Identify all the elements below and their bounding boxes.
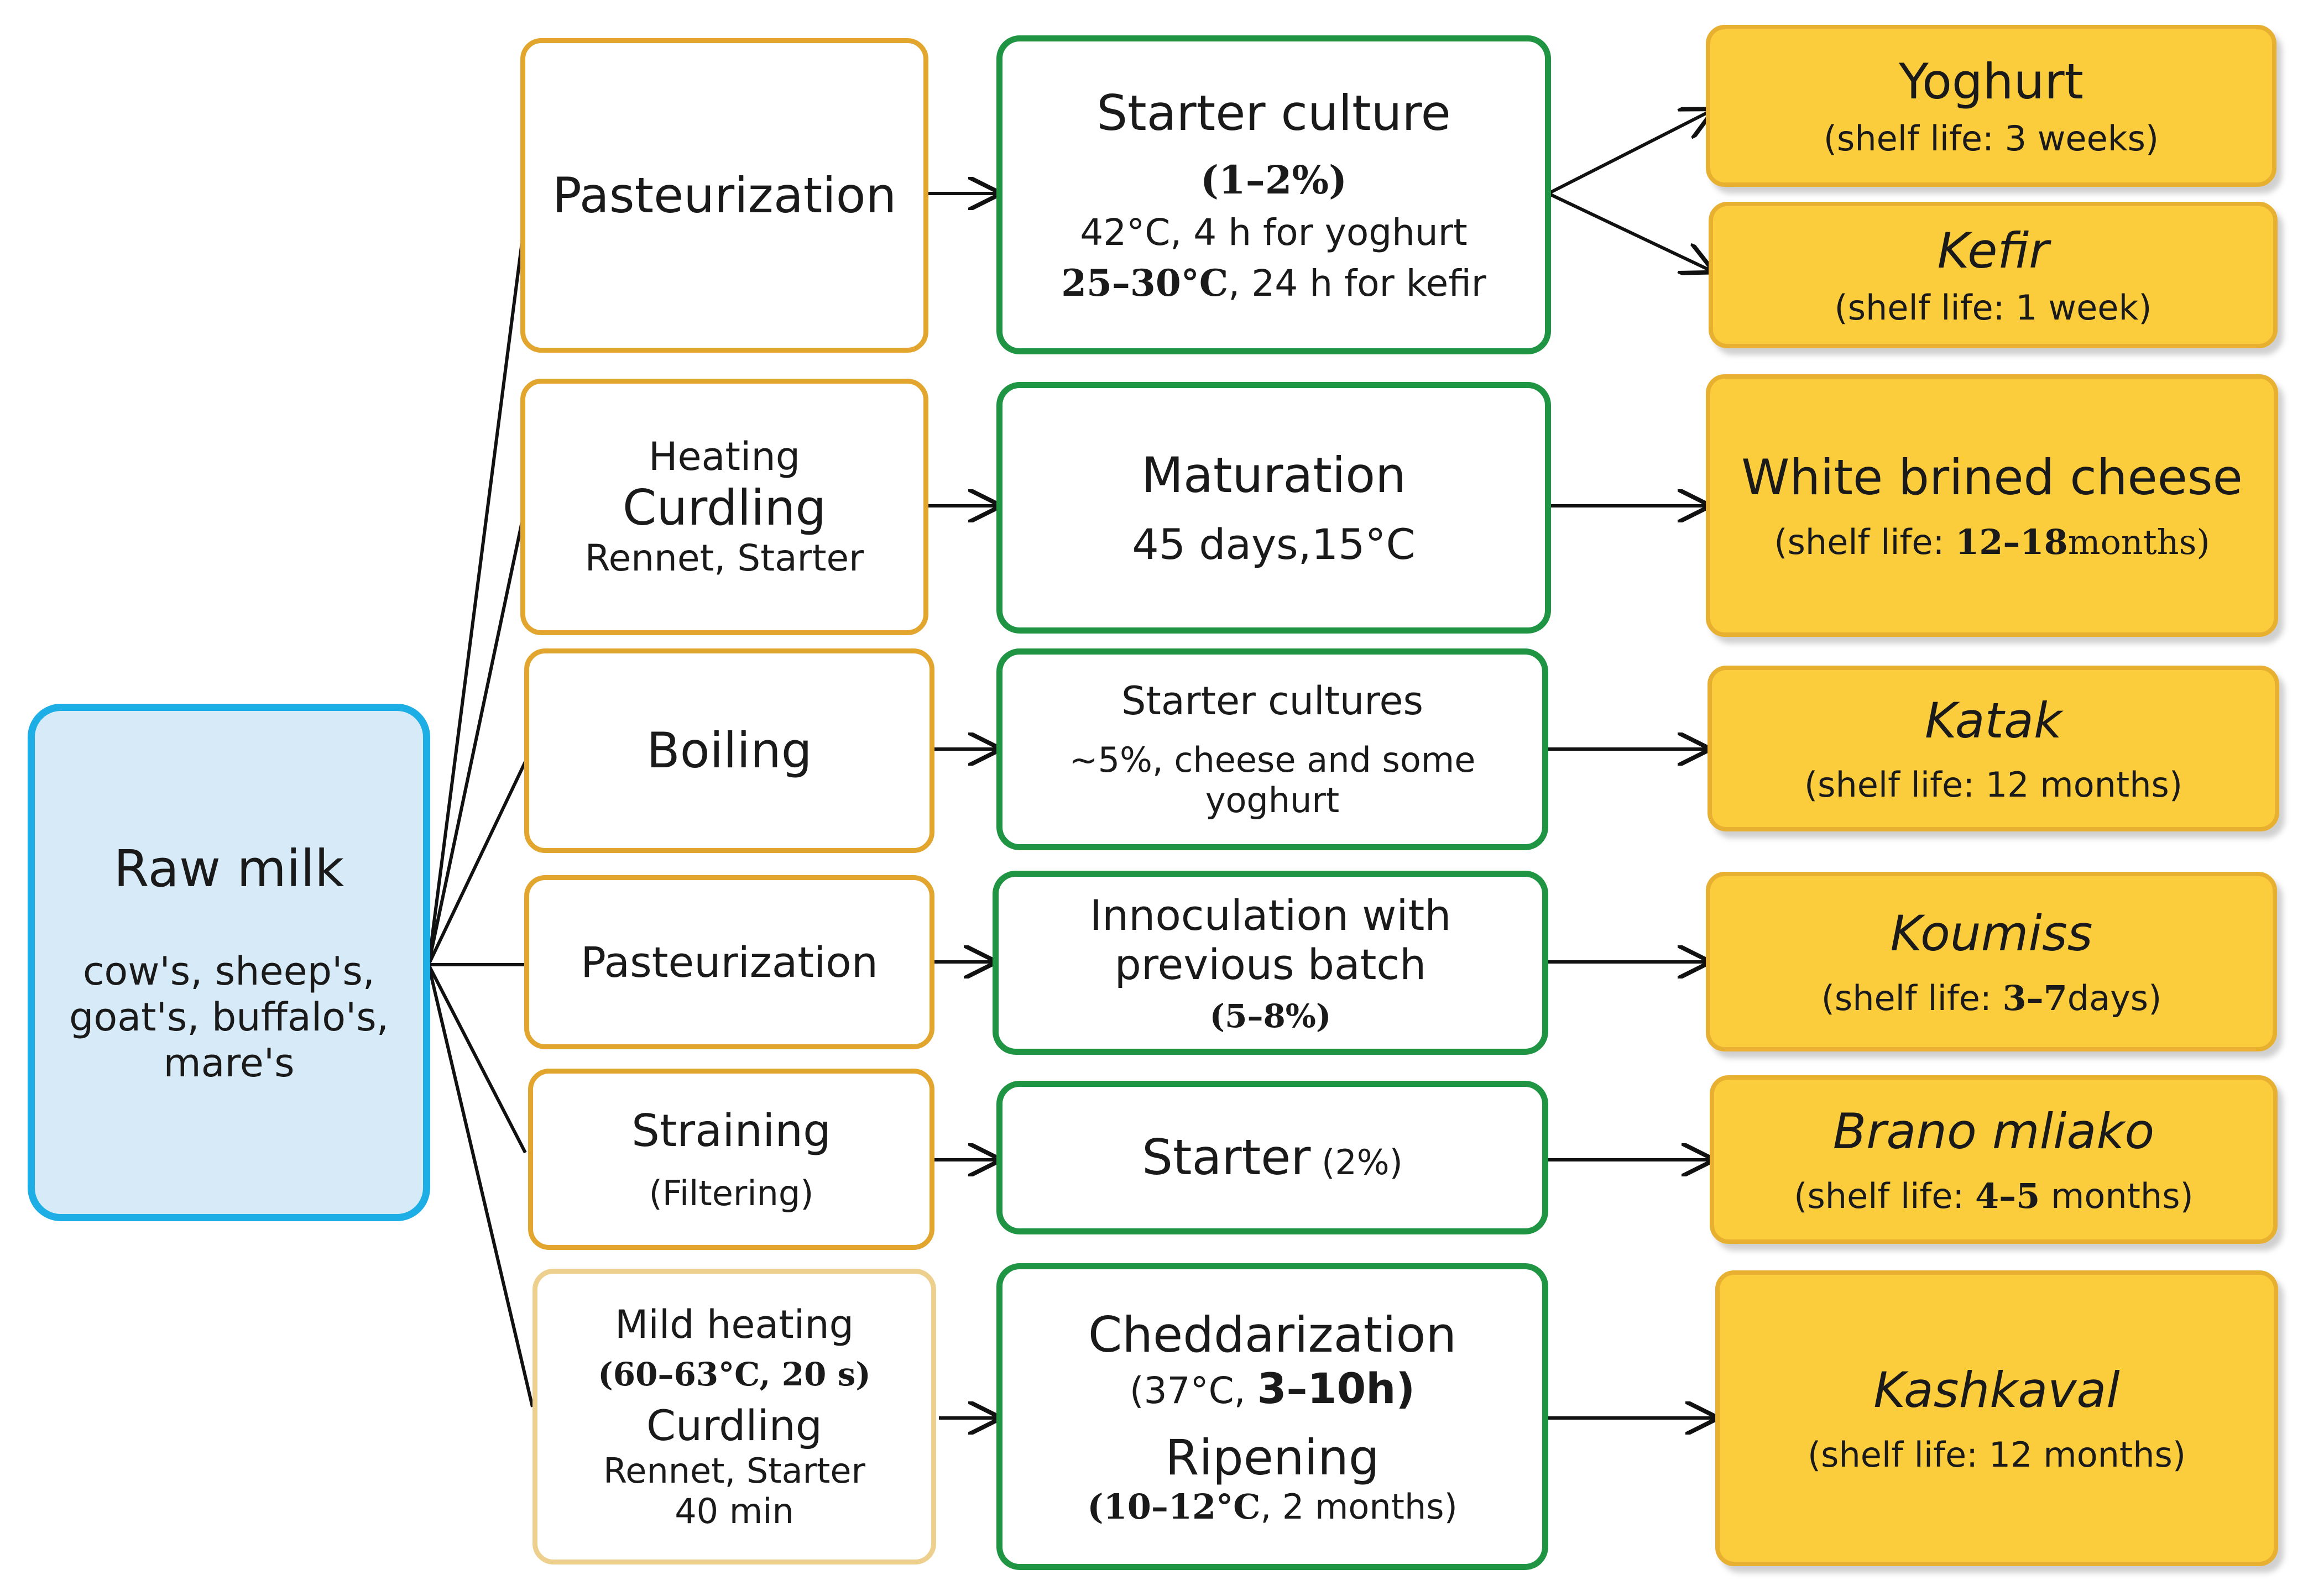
process-label: Pasteurization — [581, 937, 878, 987]
stage-title: Starter culture — [1096, 85, 1451, 142]
stage-box-cheddarization-ripening: Cheddarization (37°C, 3–10h) Ripening (1… — [996, 1263, 1548, 1570]
milk-source-line: goat's, buffalo's, — [69, 994, 389, 1040]
product-box-kefir: Kefir (shelf life: 1 week) — [1709, 202, 2278, 348]
product-shelf-life: (shelf life: 4–5 months) — [1794, 1175, 2194, 1216]
product-name: White brined cheese — [1741, 449, 2243, 506]
stage-title: Starter (2%) — [1142, 1129, 1403, 1186]
product-shelf-life: (shelf life: 12 months) — [1804, 765, 2183, 805]
product-name: Yoghurt — [1899, 53, 2084, 110]
process-box-straining: Straining (Filtering) — [528, 1069, 934, 1250]
product-shelf-life: (shelf life: 12 months) — [1807, 1434, 2186, 1475]
process-box-pasteurization: Pasteurization — [520, 38, 928, 353]
product-name: Koumiss — [1890, 905, 2093, 962]
process-box-heating-curdling: Heating Curdling Rennet, Starter — [520, 379, 928, 635]
process-label: Curdling — [622, 479, 827, 537]
process-label: Heating — [648, 433, 801, 479]
stage-detail: 25–30°C, 24 h for kefir — [1061, 261, 1486, 305]
stage-title: Cheddarization — [1088, 1306, 1457, 1364]
milk-source-line: mare's — [163, 1040, 295, 1086]
raw-milk-title: Raw milk — [113, 839, 344, 898]
product-shelf-life: (shelf life: 3 weeks) — [1823, 118, 2159, 159]
product-name: Katak — [1925, 692, 2062, 749]
process-label: Mild heating — [615, 1301, 854, 1347]
stage-title: Starter cultures — [1121, 678, 1423, 724]
process-label: Pasteurization — [552, 166, 897, 224]
process-label: Straining — [631, 1105, 831, 1157]
stage-to-yoghurt-arrow — [1547, 111, 1711, 195]
process-box-pasteurization-2: Pasteurization — [524, 875, 934, 1049]
product-shelf-life: (shelf life: 1 week) — [1834, 287, 2152, 328]
stage-title: Ripening — [1165, 1428, 1380, 1486]
milk-source-line: cow's, sheep's, — [82, 949, 375, 995]
stage-detail: (5–8%) — [1209, 997, 1331, 1035]
raw-milk-box: Raw milk cow's, sheep's, goat's, buffalo… — [28, 704, 430, 1221]
stage-title: previous batch — [1114, 940, 1427, 990]
product-box-brano-mliako: Brano mliako (shelf life: 4–5 months) — [1710, 1075, 2278, 1244]
product-name: Kashkaval — [1873, 1362, 2120, 1419]
stage-detail: 42°C, 4 h for yoghurt — [1080, 211, 1468, 254]
product-box-yoghurt: Yoghurt (shelf life: 3 weeks) — [1706, 25, 2276, 187]
stage-box-starter-cultures: Starter cultures ~5%, cheese and some yo… — [996, 648, 1548, 850]
process-label: 40 min — [675, 1490, 794, 1531]
process-label: Curdling — [646, 1401, 823, 1451]
stage-detail: (37°C, 3–10h) — [1129, 1364, 1416, 1414]
product-name: Kefir — [1937, 222, 2049, 279]
raw-to-row1-line — [427, 229, 525, 965]
process-box-mild-heating: Mild heating (60–63°C, 20 s) Curdling Re… — [532, 1269, 936, 1564]
process-box-boiling: Boiling — [524, 648, 934, 853]
stage-title: Innoculation with — [1089, 890, 1451, 940]
stage-detail: 45 days,15°C — [1132, 519, 1416, 569]
product-name: Brano mliako — [1832, 1103, 2155, 1160]
stage-detail: (1–2%) — [1200, 157, 1348, 203]
process-label: Rennet, Starter — [603, 1450, 865, 1491]
raw-to-row2-line — [427, 514, 525, 965]
stage-detail: yoghurt — [1205, 779, 1340, 820]
stage-box-starter-culture: Starter culture (1–2%) 42°C, 4 h for yog… — [996, 35, 1551, 354]
process-label: (Filtering) — [649, 1173, 814, 1213]
process-label: (60–63°C, 20 s) — [598, 1355, 871, 1393]
product-shelf-life: (shelf life: 12–18months) — [1774, 521, 2210, 562]
raw-to-row5-line — [427, 964, 527, 1154]
process-label: Boiling — [646, 722, 812, 779]
product-box-koumiss: Koumiss (shelf life: 3–7days) — [1706, 872, 2277, 1051]
raw-to-row6-line — [427, 964, 534, 1407]
stage-detail: (10–12°C, 2 months) — [1087, 1486, 1458, 1527]
stage-box-maturation: Maturation 45 days,15°C — [996, 382, 1551, 634]
milk-sources: cow's, sheep's, goat's, buffalo's, mare'… — [69, 949, 389, 1086]
product-shelf-life: (shelf life: 3–7days) — [1821, 977, 2162, 1018]
product-box-kashkaval: Kashkaval (shelf life: 12 months) — [1715, 1270, 2278, 1566]
stage-box-starter: Starter (2%) — [996, 1081, 1548, 1234]
stage-title: Maturation — [1141, 446, 1406, 504]
stage-box-innoculation: Innoculation with previous batch (5–8%) — [993, 871, 1548, 1055]
process-label: Rennet, Starter — [584, 537, 864, 580]
stage-detail: ~5%, cheese and some — [1069, 739, 1476, 780]
raw-to-row3-line — [427, 761, 527, 966]
product-box-katak: Katak (shelf life: 12 months) — [1707, 666, 2279, 831]
product-box-white-brined-cheese: White brined cheese (shelf life: 12–18mo… — [1706, 374, 2278, 637]
stage-to-kefir-arrow — [1547, 192, 1711, 271]
